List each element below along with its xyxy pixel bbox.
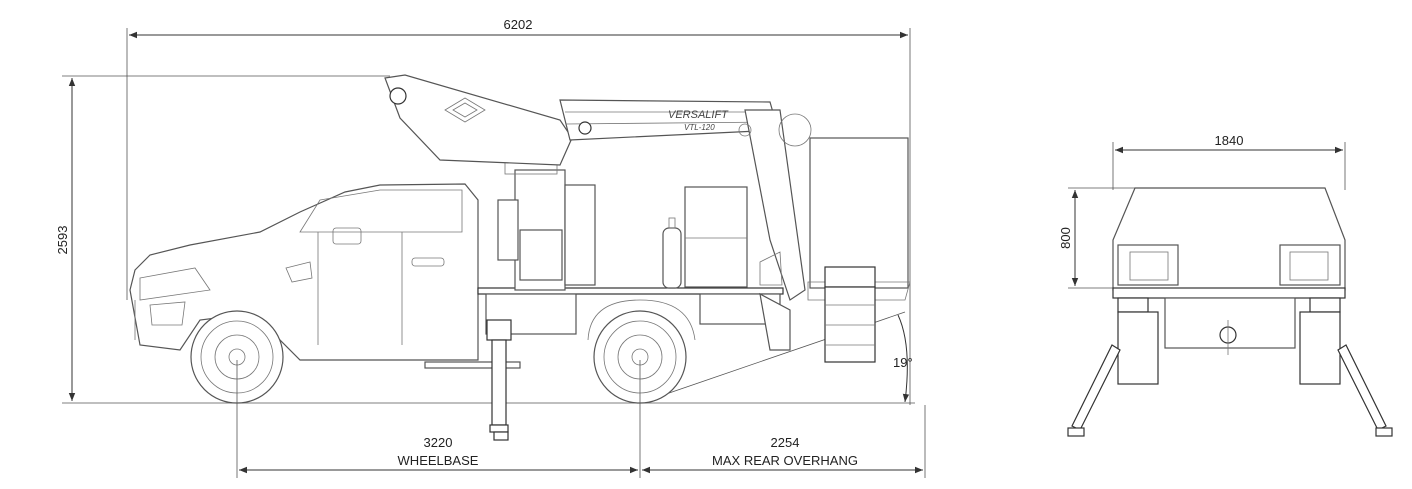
- chassis-deck: [424, 287, 791, 369]
- overall-height-dimension: 2593: [55, 75, 915, 404]
- overall-width-label: 1840: [1215, 133, 1244, 148]
- overall-length-label: 6202: [504, 17, 533, 32]
- side-view: 6202 2593 19°: [55, 17, 926, 478]
- boom-turret: [497, 161, 596, 291]
- overall-height-label: 2593: [55, 226, 70, 255]
- overall-length-dimension: 6202: [126, 17, 911, 405]
- rear-step: [824, 266, 876, 363]
- left-rear-outrigger: [1067, 311, 1159, 437]
- wheelbase-label: WHEELBASE: [398, 453, 479, 468]
- departure-angle-label: 19°: [893, 355, 913, 370]
- upper-boom: VERSALIFT VTL-120: [559, 99, 779, 141]
- lower-boom: [384, 74, 573, 166]
- brand-decal: VERSALIFT: [668, 109, 729, 121]
- hydraulic-cabinet: [662, 186, 783, 289]
- boom-jib: [738, 109, 812, 301]
- front-wheel: [190, 310, 284, 404]
- work-basket: [807, 137, 911, 301]
- rear-body: [1112, 187, 1346, 355]
- rear-view: 1840 800: [1058, 133, 1393, 437]
- rear-overhang-label: MAX REAR OVERHANG: [712, 453, 858, 468]
- rear-overhang-dimension: 2254 MAX REAR OVERHANG: [642, 405, 926, 478]
- overall-width-dimension: 1840: [1112, 133, 1346, 190]
- model-decal: VTL-120: [684, 123, 715, 132]
- wheelbase-value: 3220: [424, 435, 453, 450]
- wheelbase-dimension: 3220 WHEELBASE: [236, 360, 641, 478]
- basket-height-dimension: 800: [1058, 187, 1135, 289]
- basket-height-label: 800: [1058, 227, 1073, 249]
- front-outrigger: [486, 319, 512, 441]
- right-rear-outrigger: [1299, 311, 1393, 437]
- rear-wheel: [587, 299, 696, 404]
- rear-overhang-value: 2254: [771, 435, 800, 450]
- truck-cab: [129, 183, 479, 361]
